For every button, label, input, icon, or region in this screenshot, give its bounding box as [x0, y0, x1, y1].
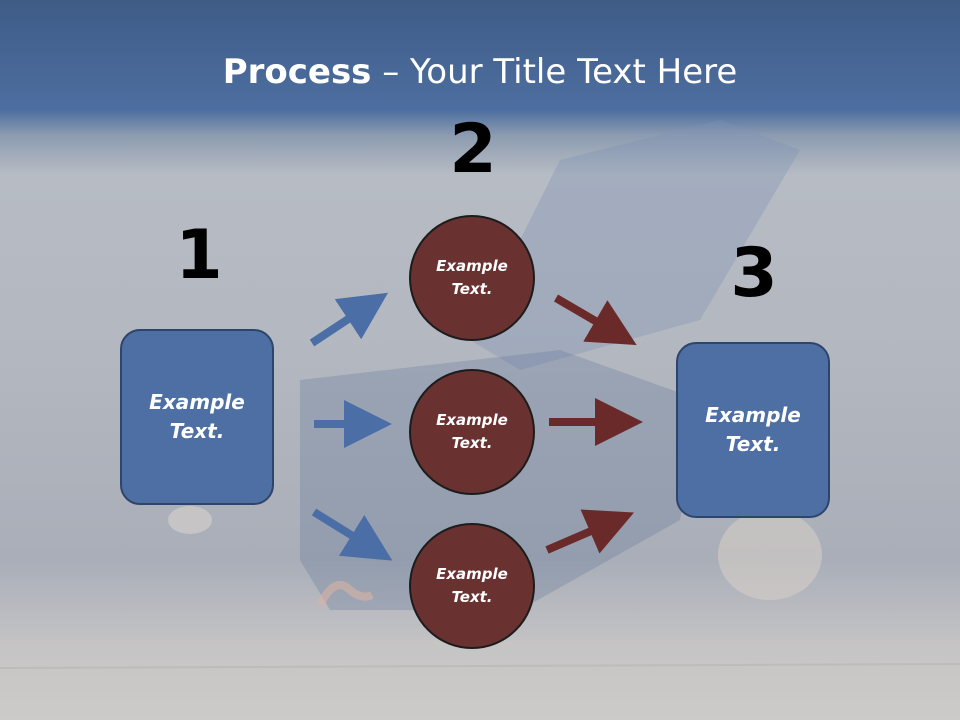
step-2-circle-top: Example Text. — [409, 215, 535, 341]
step-3-box: Example Text. — [676, 342, 830, 518]
title-rest: – Your Title Text Here — [371, 52, 738, 92]
arrow-1-to-bottom — [311, 508, 393, 561]
title-bold: Process — [222, 52, 372, 92]
arrow-bottom-to-3 — [545, 509, 635, 554]
step-number-2: 2 — [449, 110, 497, 189]
step-2-circle-middle: Example Text. — [409, 369, 535, 495]
step-2-circle-bottom: Example Text. — [409, 523, 535, 649]
step-2-text-bottom: Example Text. — [436, 565, 508, 606]
arrow-top-to-3 — [553, 294, 637, 346]
arrow-1-to-top — [309, 292, 389, 347]
step-number-3: 3 — [730, 234, 778, 313]
step-3-text: Example Text. — [705, 403, 801, 456]
step-2-text-middle: Example Text. — [436, 411, 508, 452]
step-1-text: Example Text. — [149, 390, 245, 443]
step-1-box: Example Text. — [120, 329, 274, 505]
slide-title: Process – Your Title Text Here — [0, 52, 960, 92]
step-number-1: 1 — [175, 216, 223, 295]
step-2-text-top: Example Text. — [436, 257, 508, 298]
